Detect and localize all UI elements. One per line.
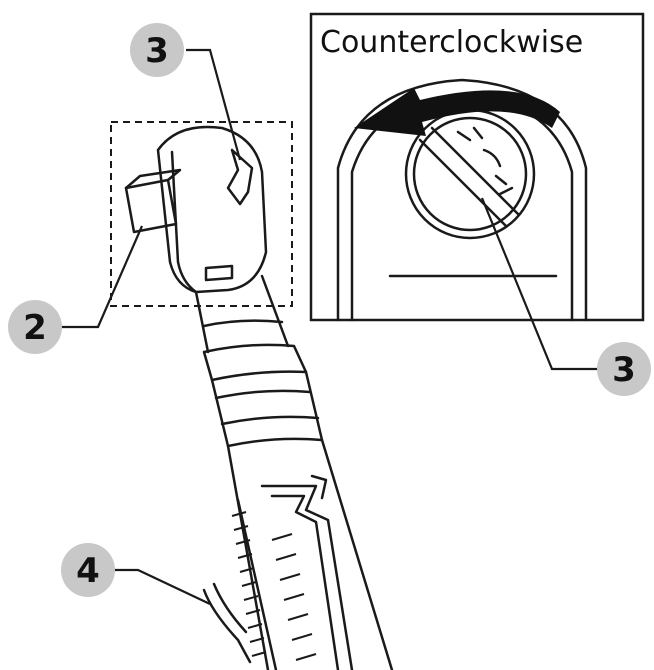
counterclockwise-arrow-icon (354, 88, 560, 136)
inset-title: Counterclockwise (320, 25, 583, 60)
leader-left-2 (60, 225, 144, 329)
ratchet-head (156, 125, 268, 294)
inset-frame (309, 12, 645, 322)
direction-lever (226, 148, 254, 206)
handle-inner-left (236, 498, 278, 670)
callout-number-inset: 3 (612, 350, 636, 390)
head-slot (204, 264, 234, 282)
selector-marking-bottom (494, 174, 514, 196)
head-side-face (170, 150, 198, 294)
grip-panel (260, 484, 354, 670)
handle-right-edge (320, 438, 394, 670)
neck-ring (202, 319, 284, 328)
head-highlight-box (110, 121, 293, 307)
handle-left-edge (226, 444, 270, 670)
leader-bottom-4 (114, 568, 211, 605)
callout-number-top: 3 (145, 31, 169, 71)
neck-left (194, 290, 210, 354)
ratchet-tool (124, 125, 394, 670)
callout-number-left: 2 (23, 308, 47, 348)
collar-top (202, 343, 308, 382)
callout-badge-left: 2 (8, 300, 62, 354)
inset-detail: Counterclockwise (309, 12, 645, 322)
leader-top-3 (186, 48, 242, 161)
collar-groove-2 (220, 415, 320, 426)
grip-panel-inner (270, 494, 340, 670)
selector-marking-top (456, 126, 484, 142)
collar-groove-1 (214, 389, 312, 400)
callout-badge-top: 3 (130, 23, 184, 77)
neck-right (260, 274, 290, 348)
grip-knurling (231, 511, 317, 661)
trigger-tab (310, 474, 328, 500)
selector-ring-inner (412, 116, 528, 232)
inset-head-outline (336, 78, 588, 322)
collar-band (210, 370, 324, 448)
selector-slot-1 (418, 138, 508, 228)
selector-marking-arc (482, 148, 502, 168)
callout-number-bottom: 4 (76, 551, 100, 591)
callout-badge-inset: 3 (597, 342, 651, 396)
square-drive (124, 178, 178, 234)
selector-slot-2 (430, 126, 520, 216)
leader-lines (60, 48, 600, 605)
leader-inset-3 (480, 197, 600, 371)
callout-badge-bottom: 4 (61, 543, 115, 597)
trigger-lever (202, 582, 252, 664)
